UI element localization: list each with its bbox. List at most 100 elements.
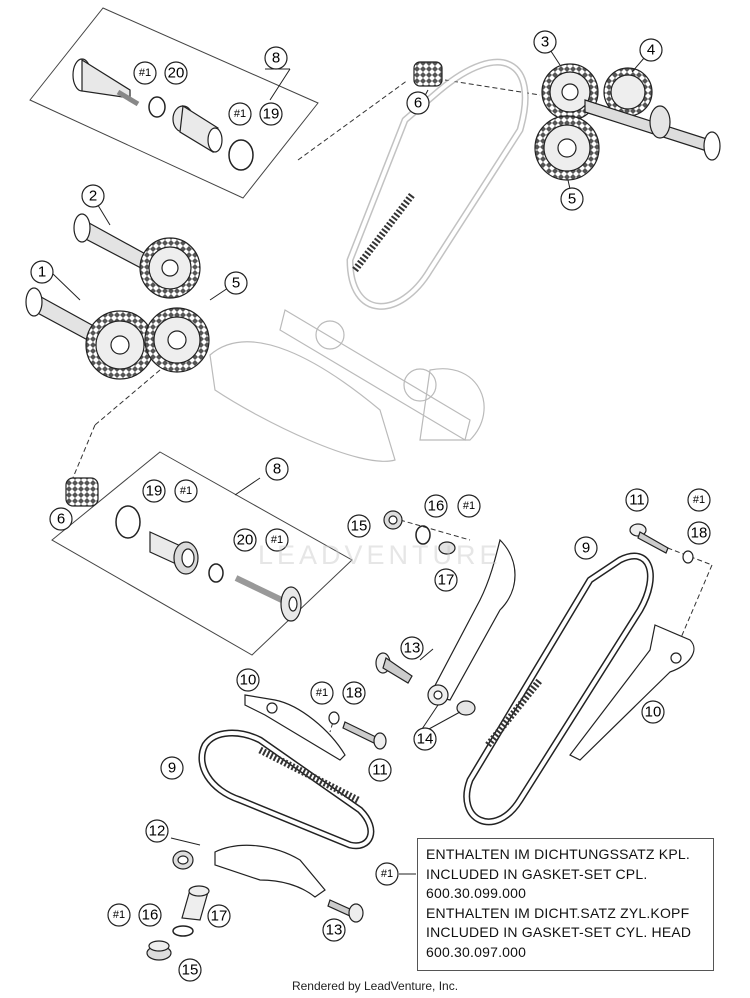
svg-text:18: 18 <box>346 685 363 702</box>
callout-18-right: 18 <box>687 521 711 545</box>
svg-text:5: 5 <box>568 191 576 208</box>
callout-10-lower: 10 <box>236 668 260 692</box>
ref-1-right: #1 <box>687 488 711 512</box>
svg-text:6: 6 <box>57 511 65 528</box>
callout-17-center: 17 <box>434 568 458 592</box>
svg-text:#1: #1 <box>113 909 125 921</box>
callout-6-lower: 6 <box>49 507 73 531</box>
svg-text:#1: #1 <box>271 534 283 546</box>
callout-12: 12 <box>145 819 169 843</box>
callout-11-lower: 11 <box>368 758 392 782</box>
svg-text:12: 12 <box>149 823 166 840</box>
svg-text:16: 16 <box>142 907 159 924</box>
guide-rail-right <box>569 624 695 761</box>
callout-14: 14 <box>413 727 437 751</box>
svg-text:#1: #1 <box>180 485 192 497</box>
callout-16-center: 16 <box>424 494 448 518</box>
svg-text:2: 2 <box>89 188 97 205</box>
piston-17-center <box>438 541 456 555</box>
ref-1-center: #1 <box>457 494 481 518</box>
valve-lower <box>234 575 302 622</box>
washer-18-right <box>682 550 694 564</box>
seal-16-lower <box>172 925 194 937</box>
ref-1-lower-a: #1 <box>174 479 198 503</box>
crankshaft-ghost <box>209 309 485 462</box>
o-ring-19-upper <box>228 139 254 171</box>
svg-text:8: 8 <box>273 461 281 478</box>
svg-text:15: 15 <box>182 962 199 979</box>
svg-text:#1: #1 <box>234 108 246 120</box>
upper-valve-panel <box>29 7 319 199</box>
o-ring-19-lower <box>115 505 141 539</box>
gasket-set-legend: ENTHALTEN IM DICHTUNGSSATZ KPL. INCLUDED… <box>417 838 714 971</box>
svg-text:#1: #1 <box>463 500 475 512</box>
callout-10-right: 10 <box>641 700 665 724</box>
watermark-text: LEADVENTURE <box>258 540 502 570</box>
callout-4: 4 <box>639 38 663 62</box>
valve-upper <box>72 58 140 107</box>
timing-chain-upper <box>346 58 529 310</box>
svg-text:#1: #1 <box>693 494 705 506</box>
piston-17-lower <box>181 885 210 921</box>
svg-text:#1: #1 <box>139 67 151 79</box>
svg-text:13: 13 <box>326 922 343 939</box>
callout-5-upper: 5 <box>560 187 584 211</box>
svg-text:16: 16 <box>428 498 445 515</box>
valve-guide-lower <box>149 531 199 575</box>
callout-5-left: 5 <box>224 271 248 295</box>
bolt-11-right <box>629 523 669 554</box>
svg-text:5: 5 <box>232 275 240 292</box>
callout-13-lower: 13 <box>322 918 346 942</box>
svg-text:20: 20 <box>237 532 254 549</box>
legend-line-1: ENTHALTEN IM DICHTUNGSSATZ KPL. <box>426 846 690 862</box>
svg-text:#1: #1 <box>316 687 328 699</box>
bushing-12 <box>172 850 194 870</box>
leader-lines <box>71 79 713 733</box>
ref-1-lower-guide: #1 <box>310 681 334 705</box>
washer-18-lower <box>328 711 340 725</box>
legend-line-5: INCLUDED IN GASKET-SET CYL. HEAD <box>426 924 692 940</box>
valve-guide-upper <box>172 104 223 153</box>
callout-11-right: 11 <box>625 488 649 512</box>
legend-line-3: 600.30.099.000 <box>426 885 527 901</box>
o-ring-20-upper <box>148 96 166 118</box>
ref-1-upper-a: #1 <box>133 61 157 85</box>
legend-line-2: INCLUDED IN GASKET-SET CPL. <box>426 865 648 882</box>
callout-15-center: 15 <box>347 514 371 538</box>
camshaft-assembly-upper <box>534 63 721 181</box>
camshaft-assembly-left <box>25 213 210 380</box>
callout-8-lower: 8 <box>265 457 289 481</box>
callout-6-upper: 6 <box>406 91 430 115</box>
legend-line-4: ENTHALTEN IM DICHT.SATZ ZYL.KOPF <box>426 904 690 921</box>
svg-text:6: 6 <box>414 95 422 112</box>
svg-text:11: 11 <box>629 492 645 509</box>
callout-1: 1 <box>30 260 54 284</box>
footer-credit: Rendered by LeadVenture, Inc. <box>291 979 459 993</box>
svg-text:14: 14 <box>417 731 434 748</box>
svg-text:9: 9 <box>168 760 176 777</box>
svg-text:13: 13 <box>404 640 421 657</box>
svg-text:19: 19 <box>146 483 163 500</box>
needle-bearing-upper <box>413 61 443 87</box>
ref-1-legend: #1 <box>375 862 399 886</box>
bolt-13-lower <box>327 899 364 923</box>
tensioner-rail-right <box>427 538 516 716</box>
svg-text:18: 18 <box>691 525 708 542</box>
svg-text:20: 20 <box>168 65 185 82</box>
callout-8-upper: 8 <box>264 46 288 70</box>
svg-text:17: 17 <box>438 572 455 589</box>
callout-3: 3 <box>533 30 557 54</box>
callout-17-lower: 17 <box>207 904 231 928</box>
callout-20-lower: 20 <box>233 528 257 552</box>
ref-1-upper-b: #1 <box>228 102 252 126</box>
svg-text:4: 4 <box>647 42 655 59</box>
svg-text:10: 10 <box>240 672 257 689</box>
lower-valve-panel <box>51 451 353 656</box>
legend-line-6: 600.30.097.000 <box>426 943 527 960</box>
svg-text:#1: #1 <box>381 868 393 880</box>
callout-19-upper: 19 <box>259 102 283 126</box>
needle-bearing-lower <box>65 477 99 507</box>
svg-text:8: 8 <box>272 50 280 67</box>
svg-text:15: 15 <box>351 518 368 535</box>
